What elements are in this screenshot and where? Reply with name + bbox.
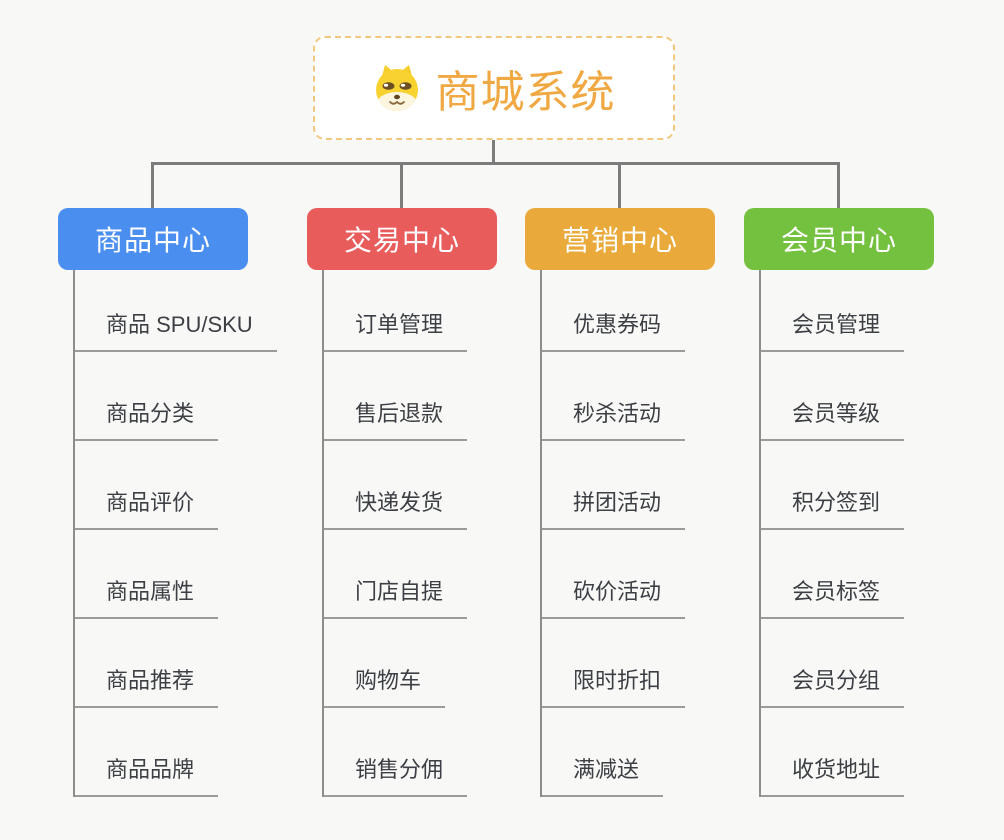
leaf-row: 售后退款 <box>324 352 559 441</box>
leaf-row: 商品推荐 <box>75 619 310 708</box>
leaf-row: 满减送 <box>542 708 777 797</box>
leaf-node-points-checkin[interactable]: 积分签到 <box>761 485 905 530</box>
leaf-row: 积分签到 <box>761 441 996 530</box>
branch-node-trade-center[interactable]: 交易中心 <box>307 208 497 270</box>
leaf-row: 会员标签 <box>761 530 996 619</box>
leaf-row: 会员等级 <box>761 352 996 441</box>
leaf-row: 商品品牌 <box>75 708 310 797</box>
leaf-node-bargain-activity[interactable]: 砍价活动 <box>542 574 686 619</box>
branch-trade-center: 交易中心 订单管理 售后退款 快递发货 门店自提 购物车 销售分佣 <box>307 208 559 797</box>
leaf-row: 拼团活动 <box>542 441 777 530</box>
leaf-node-limited-time-discount[interactable]: 限时折扣 <box>542 663 686 708</box>
leaf-node-product-review[interactable]: 商品评价 <box>75 485 219 530</box>
branch-node-product-center[interactable]: 商品中心 <box>58 208 248 270</box>
leaf-node-product-spu-sku[interactable]: 商品 SPU/SKU <box>75 307 277 352</box>
connector-drop-member <box>837 164 840 209</box>
leaf-node-express-shipping[interactable]: 快递发货 <box>324 485 468 530</box>
leaf-node-coupon-code[interactable]: 优惠券码 <box>542 307 686 352</box>
connector-drop-product <box>151 164 154 209</box>
leaf-node-product-category[interactable]: 商品分类 <box>75 396 219 441</box>
root-node-mall-system[interactable]: 商城系统 <box>313 36 675 140</box>
leaf-row: 优惠券码 <box>542 270 777 352</box>
leaf-node-group-buy[interactable]: 拼团活动 <box>542 485 686 530</box>
leaf-row: 会员分组 <box>761 619 996 708</box>
leaf-node-product-recommend[interactable]: 商品推荐 <box>75 663 219 708</box>
root-node-title: 商城系统 <box>435 68 616 117</box>
connector-drop-trade <box>400 164 403 209</box>
branch-marketing-center: 营销中心 优惠券码 秒杀活动 拼团活动 砍价活动 限时折扣 满减送 <box>525 208 777 797</box>
connector-root-stem <box>492 140 495 164</box>
leaf-row: 商品评价 <box>75 441 310 530</box>
branch-children-marketing: 优惠券码 秒杀活动 拼团活动 砍价活动 限时折扣 满减送 <box>540 270 777 797</box>
leaf-node-member-level[interactable]: 会员等级 <box>761 396 905 441</box>
leaf-node-member-group[interactable]: 会员分组 <box>761 663 905 708</box>
connector-drop-marketing <box>618 164 621 209</box>
connector-bus-line <box>151 162 840 165</box>
leaf-node-full-reduction[interactable]: 满减送 <box>542 752 664 797</box>
leaf-row: 商品属性 <box>75 530 310 619</box>
leaf-node-member-management[interactable]: 会员管理 <box>761 307 905 352</box>
leaf-row: 秒杀活动 <box>542 352 777 441</box>
leaf-row: 订单管理 <box>324 270 559 352</box>
branch-children-trade: 订单管理 售后退款 快递发货 门店自提 购物车 销售分佣 <box>322 270 559 797</box>
leaf-node-store-pickup[interactable]: 门店自提 <box>324 574 468 619</box>
leaf-node-sales-commission[interactable]: 销售分佣 <box>324 752 468 797</box>
branch-children-member: 会员管理 会员等级 积分签到 会员标签 会员分组 收货地址 <box>759 270 996 797</box>
leaf-row: 商品 SPU/SKU <box>75 270 310 352</box>
dog-face-icon <box>373 64 421 112</box>
leaf-row: 收货地址 <box>761 708 996 797</box>
leaf-node-shipping-address[interactable]: 收货地址 <box>761 752 905 797</box>
leaf-node-product-attribute[interactable]: 商品属性 <box>75 574 219 619</box>
branch-node-marketing-center[interactable]: 营销中心 <box>525 208 715 270</box>
leaf-row: 砍价活动 <box>542 530 777 619</box>
branch-node-member-center[interactable]: 会员中心 <box>744 208 934 270</box>
leaf-row: 门店自提 <box>324 530 559 619</box>
leaf-row: 会员管理 <box>761 270 996 352</box>
leaf-node-aftersale-refund[interactable]: 售后退款 <box>324 396 468 441</box>
branch-children-product: 商品 SPU/SKU 商品分类 商品评价 商品属性 商品推荐 商品品牌 <box>73 270 310 797</box>
leaf-row: 销售分佣 <box>324 708 559 797</box>
leaf-node-order-management[interactable]: 订单管理 <box>324 307 468 352</box>
leaf-row: 限时折扣 <box>542 619 777 708</box>
branch-member-center: 会员中心 会员管理 会员等级 积分签到 会员标签 会员分组 收货地址 <box>744 208 996 797</box>
leaf-node-product-brand[interactable]: 商品品牌 <box>75 752 219 797</box>
branch-product-center: 商品中心 商品 SPU/SKU 商品分类 商品评价 商品属性 商品推荐 商品品牌 <box>58 208 310 797</box>
leaf-node-member-tag[interactable]: 会员标签 <box>761 574 905 619</box>
leaf-node-flash-sale[interactable]: 秒杀活动 <box>542 396 686 441</box>
leaf-row: 购物车 <box>324 619 559 708</box>
leaf-row: 商品分类 <box>75 352 310 441</box>
leaf-node-shopping-cart[interactable]: 购物车 <box>324 663 446 708</box>
leaf-row: 快递发货 <box>324 441 559 530</box>
